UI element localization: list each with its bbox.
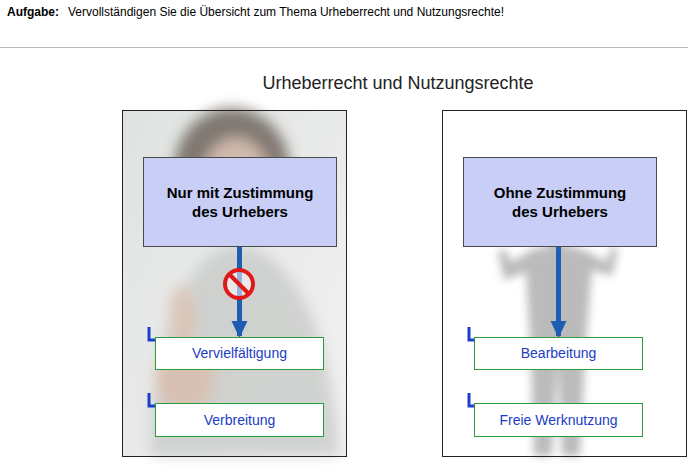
- separator-line: [0, 47, 688, 48]
- diagram-title: Urheberrecht und Nutzungsrechte: [248, 73, 548, 94]
- condition-box: Nur mit Zustimmung des Urhebers: [143, 157, 337, 247]
- condition-text: Nur mit Zustimmung des Urhebers: [163, 183, 318, 221]
- condition-text: Ohne Zustimmung des Urhebers: [483, 183, 638, 221]
- condition-box: Ohne Zustimmung des Urhebers: [463, 157, 657, 247]
- prohibition-sign: [225, 270, 253, 298]
- use-box: Verbreitung: [155, 403, 324, 437]
- use-box: Vervielfältigung: [155, 337, 324, 370]
- flow-arrow: [556, 247, 561, 336]
- task-text: Vervollständigen Sie die Übersicht zum T…: [68, 5, 504, 20]
- photo-ground: [443, 111, 687, 457]
- prohibition-slash: [229, 274, 249, 294]
- use-text: Freie Werknutzung: [499, 412, 617, 429]
- use-text: Vervielfältigung: [192, 345, 287, 362]
- panel-frame: [443, 111, 687, 457]
- photo-ground: [123, 111, 347, 457]
- use-text: Verbreitung: [204, 412, 276, 429]
- use-box: Bearbeitung: [474, 337, 643, 370]
- use-box: Freie Werknutzung: [474, 403, 643, 437]
- use-text: Bearbeitung: [521, 345, 597, 362]
- body-shape: [150, 245, 340, 456]
- prohibition-circle: [225, 270, 253, 298]
- panel-frame: [123, 111, 347, 457]
- task-label: Aufgabe:: [7, 5, 59, 20]
- bracket-marks: [149, 327, 477, 406]
